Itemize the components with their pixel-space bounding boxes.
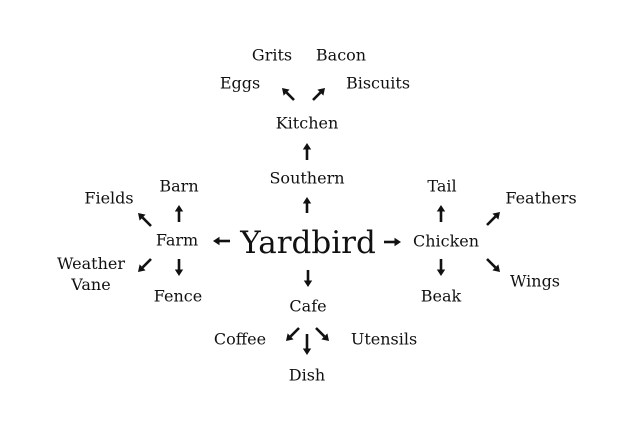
arrow-to-fence — [174, 259, 184, 276]
arrow-to-dish — [302, 334, 312, 355]
node-grits: Grits — [251, 45, 293, 65]
arrow-to-wings — [486, 258, 500, 272]
node-yardbird: Yardbird — [240, 224, 376, 261]
node-eggs: Eggs — [219, 73, 261, 93]
node-barn: Barn — [159, 176, 199, 196]
node-coffee: Coffee — [213, 329, 267, 349]
node-biscuits: Biscuits — [345, 73, 411, 93]
node-wings: Wings — [509, 271, 561, 291]
node-southern: Southern — [269, 168, 345, 188]
arrow-to-weather-vane — [138, 258, 152, 272]
node-fence: Fence — [153, 286, 203, 306]
arrow-to-cafe — [303, 270, 313, 287]
node-utensils: Utensils — [350, 329, 418, 349]
arrow-to-southern — [302, 197, 312, 213]
node-dish: Dish — [288, 365, 326, 385]
arrow-to-barn — [174, 205, 184, 222]
arrow-to-kitchen — [302, 143, 312, 160]
arrow-to-utensils — [315, 327, 329, 341]
node-beak: Beak — [420, 286, 462, 306]
node-kitchen: Kitchen — [275, 113, 339, 133]
arrow-to-fields — [138, 213, 152, 227]
arrow-to-biscuits — [312, 88, 325, 101]
node-fields: Fields — [84, 188, 134, 208]
node-farm: Farm — [155, 230, 199, 250]
node-chicken: Chicken — [412, 231, 480, 251]
node-cafe: Cafe — [289, 296, 327, 316]
node-feathers: Feathers — [505, 188, 577, 208]
arrow-to-eggs — [282, 88, 295, 101]
arrow-to-coffee — [286, 327, 300, 341]
arrow-to-tail — [436, 205, 446, 222]
arrow-to-farm — [213, 236, 230, 246]
node-bacon: Bacon — [315, 45, 367, 65]
arrow-to-beak — [436, 259, 446, 276]
node-weather-vane: Weather Vane — [57, 254, 125, 294]
arrow-to-feathers — [486, 212, 500, 226]
node-tail: Tail — [427, 176, 457, 196]
arrow-to-chicken — [384, 237, 401, 247]
